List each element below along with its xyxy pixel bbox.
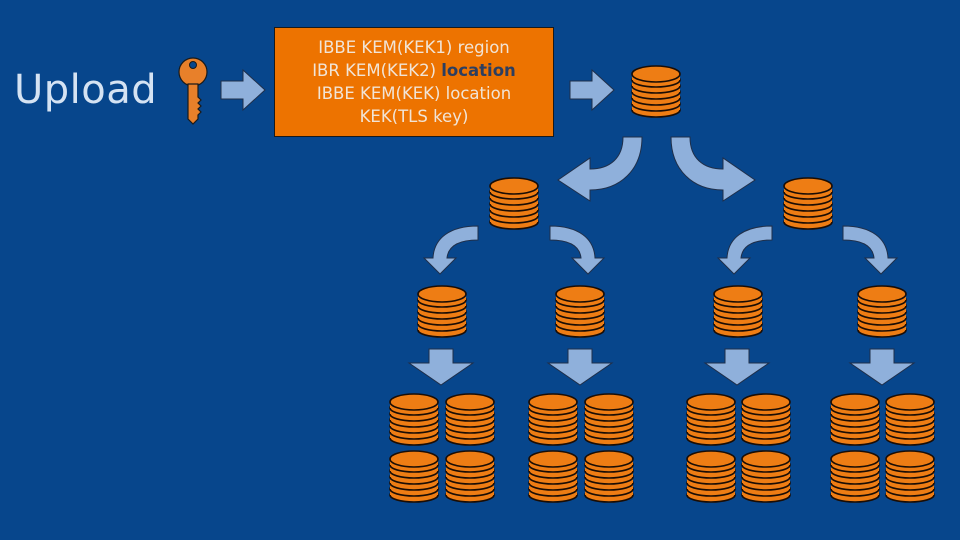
curved-arrow-right-icon (549, 225, 606, 275)
coin-stack-icon (389, 450, 439, 503)
arrow-to-box-icon (220, 69, 266, 111)
arrow-to-root-icon (569, 69, 615, 111)
coin-stack-icon (445, 393, 495, 446)
kem-ciphertext-box: IBBE KEM(KEK1) region IBR KEM(KEK2) loca… (274, 27, 554, 137)
coin-stack-icon (445, 450, 495, 503)
coin-stack-icon (783, 177, 833, 230)
coin-stack-icon (686, 393, 736, 446)
arrow-down-icon (849, 348, 915, 386)
coin-stack-icon (489, 177, 539, 230)
arrow-down-icon (704, 348, 770, 386)
upload-title: Upload (14, 67, 158, 113)
coin-stack-icon (555, 285, 605, 338)
arrow-down-icon (547, 348, 613, 386)
coin-stack-icon (584, 450, 634, 503)
coin-stack-icon (741, 450, 791, 503)
curved-arrow-left-icon (422, 225, 479, 275)
coin-stack-icon (885, 393, 935, 446)
kem-line-2: IBR KEM(KEK2) location (312, 61, 516, 80)
coin-stack-icon (631, 65, 681, 118)
kem-line-3: IBBE KEM(KEK) location (316, 84, 512, 103)
coin-stack-icon (741, 393, 791, 446)
coin-stack-icon (830, 393, 880, 446)
coin-stack-icon (584, 393, 634, 446)
curved-arrow-right-icon (842, 225, 899, 275)
coin-stack-icon (885, 450, 935, 503)
coin-stack-icon (389, 393, 439, 446)
coin-stack-icon (857, 285, 907, 338)
curved-arrow-right-icon (670, 136, 756, 202)
coin-stack-icon (528, 393, 578, 446)
curved-arrow-left-icon (557, 136, 643, 202)
coin-stack-icon (417, 285, 467, 338)
kem-line-1: IBBE KEM(KEK1) region (318, 38, 510, 57)
arrow-down-icon (408, 348, 474, 386)
kem-line-4: KEK(TLS key) (359, 107, 469, 126)
coin-stack-icon (713, 285, 763, 338)
key-icon (178, 57, 208, 125)
coin-stack-icon (528, 450, 578, 503)
curved-arrow-left-icon (716, 225, 773, 275)
coin-stack-icon (686, 450, 736, 503)
coin-stack-icon (830, 450, 880, 503)
highlight-location: location (441, 61, 516, 80)
